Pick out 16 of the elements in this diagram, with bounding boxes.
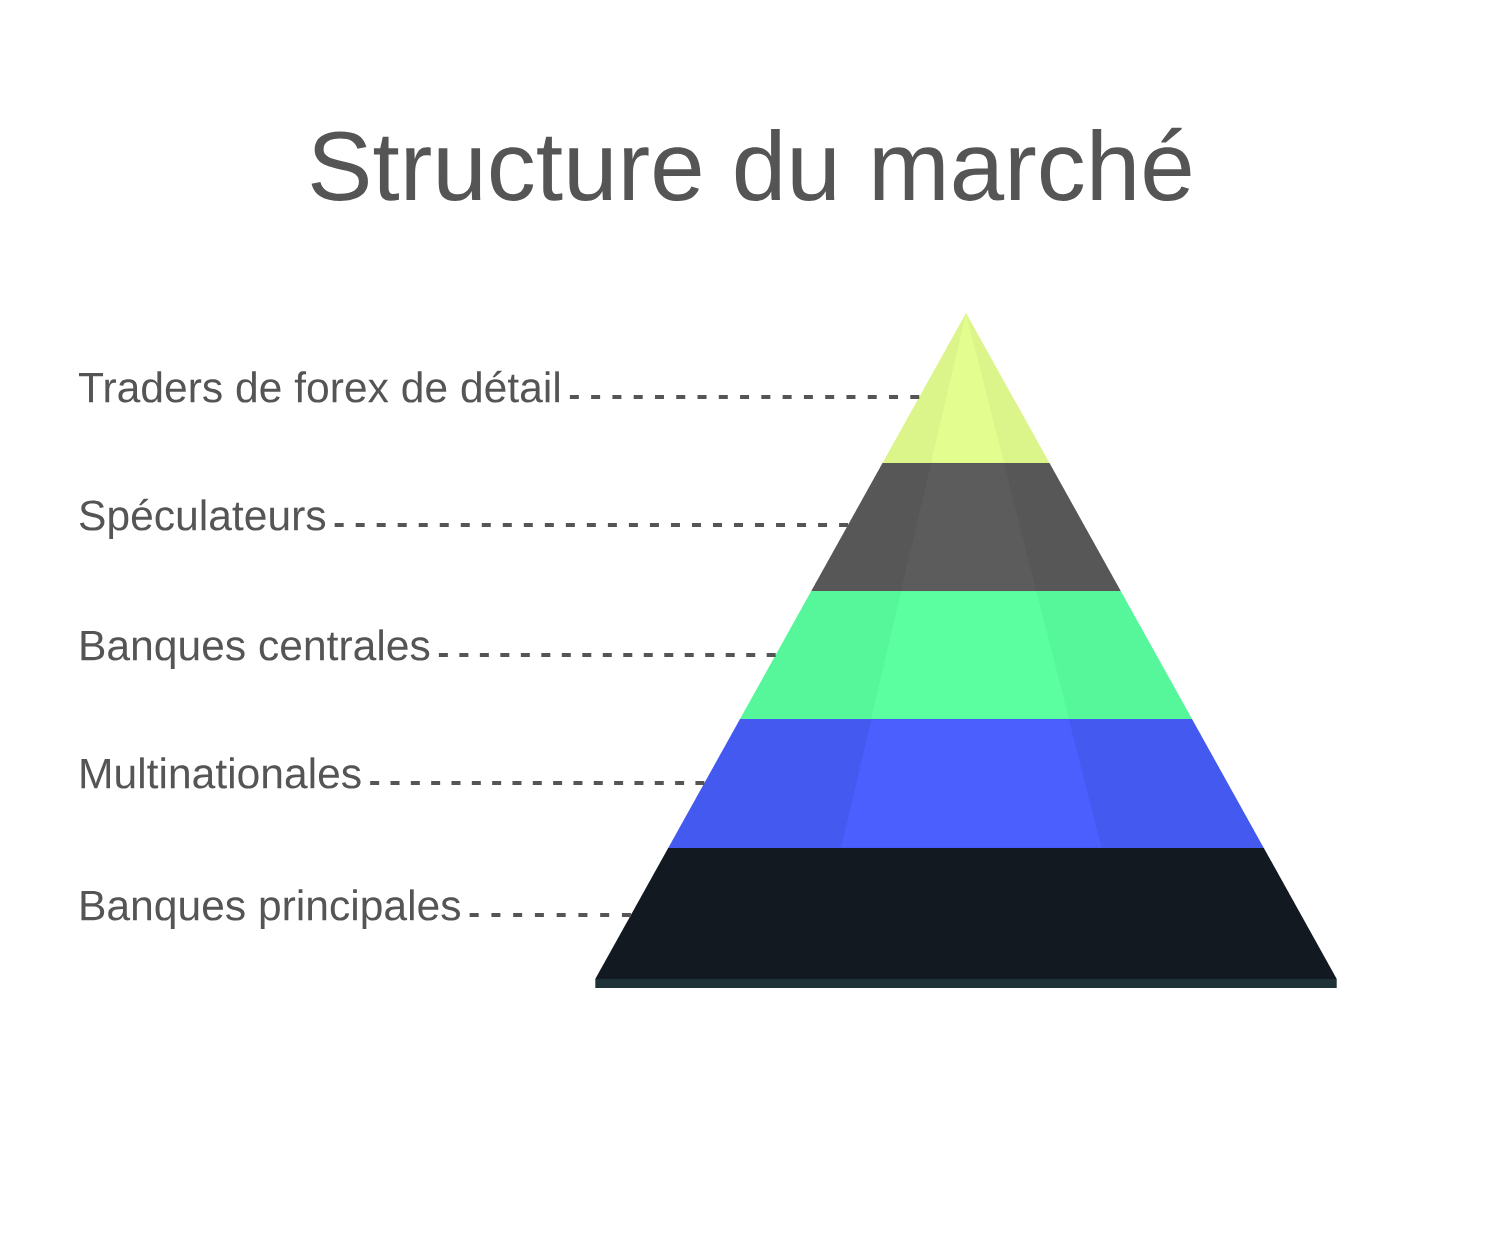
pyramid-layer xyxy=(811,463,1121,591)
pyramid-layer xyxy=(882,313,1050,463)
title: Structure du marché xyxy=(311,127,1191,201)
leader-line xyxy=(469,913,631,918)
layer-label: Banques centrales xyxy=(81,629,430,670)
leader-line xyxy=(334,523,849,528)
layer-label: Traders de forex de détail xyxy=(79,370,559,403)
pyramid-layer xyxy=(668,719,1264,848)
pyramid-layer xyxy=(740,591,1192,719)
leader-line xyxy=(370,781,705,786)
layer-label: Multinationales xyxy=(81,757,361,789)
leader-line xyxy=(438,653,776,658)
pyramid-layer xyxy=(595,848,1337,979)
layer-label: Banques principales xyxy=(81,889,460,930)
leader-line xyxy=(569,395,920,399)
layer-label: Spéculateurs xyxy=(79,498,326,540)
